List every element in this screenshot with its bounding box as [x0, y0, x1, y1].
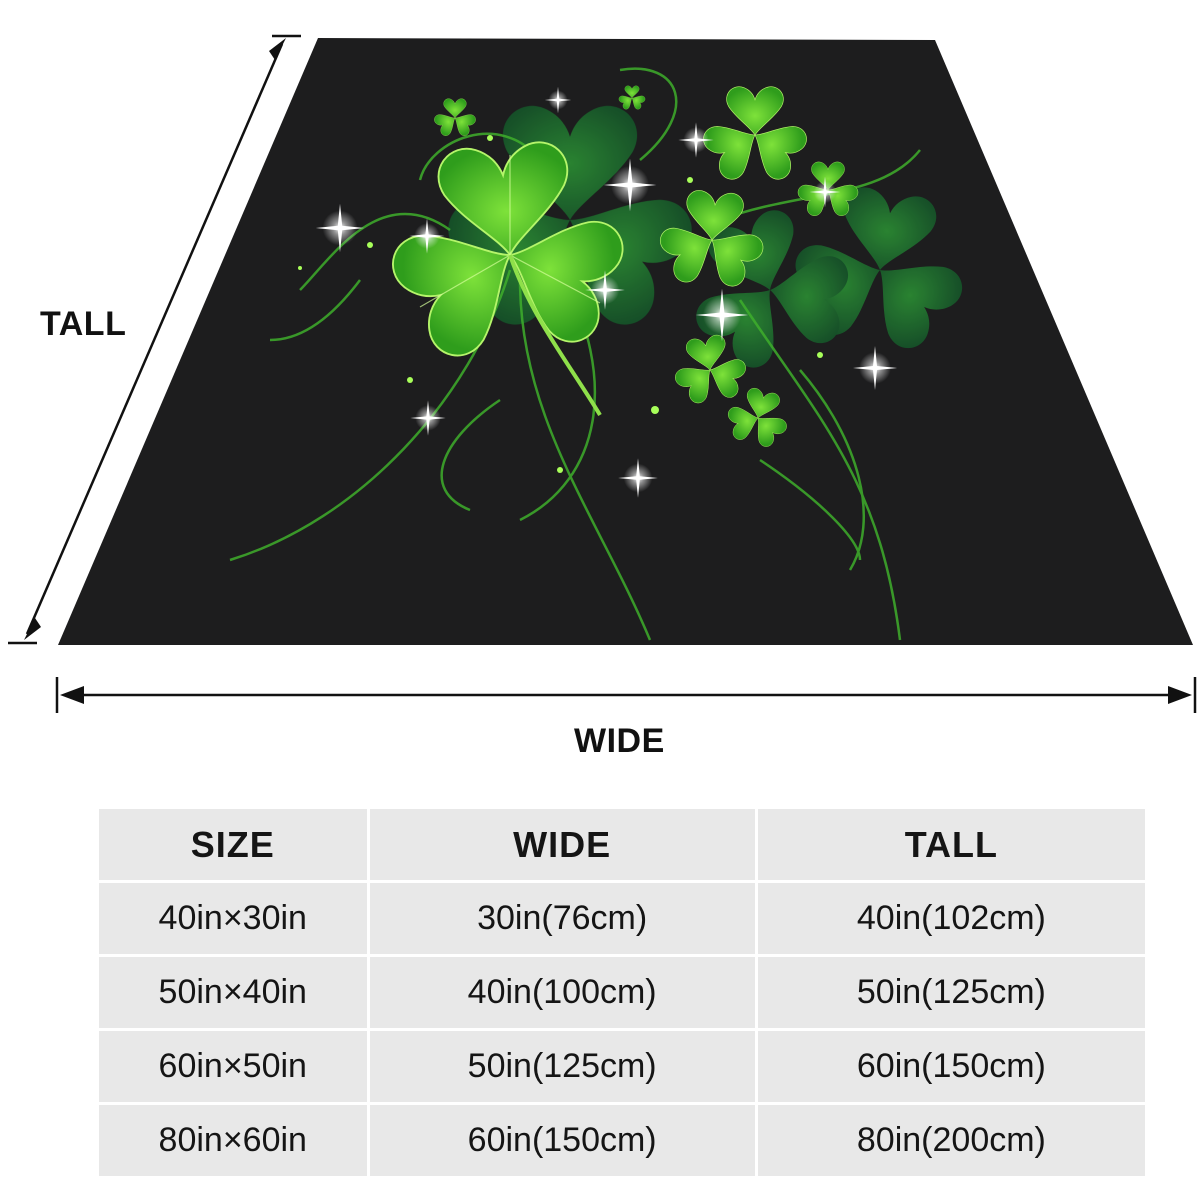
size-cell: 40in×30in	[99, 883, 367, 954]
blanket-drawing	[8, 34, 1197, 713]
tall-cell: 60in(150cm)	[757, 1031, 1145, 1102]
size-cell: 60in×50in	[99, 1031, 367, 1102]
wide-cell: 40in(100cm)	[369, 957, 755, 1028]
size-table: SIZE WIDE TALL 40in×30in 30in(76cm) 40in…	[96, 806, 1148, 1179]
size-cell: 80in×60in	[99, 1105, 367, 1176]
tall-cell: 50in(125cm)	[757, 957, 1145, 1028]
blanket-shape	[58, 38, 1193, 645]
tall-cell: 80in(200cm)	[757, 1105, 1145, 1176]
glow-dots	[298, 135, 823, 473]
table-row: 60in×50in 50in(125cm) 60in(150cm)	[99, 1031, 1145, 1102]
table-row: 50in×40in 40in(100cm) 50in(125cm)	[99, 957, 1145, 1028]
product-illustration: TALL WIDE	[8, 34, 1197, 760]
tall-arrow	[8, 34, 301, 645]
header-tall: TALL	[757, 809, 1145, 880]
tall-cell: 40in(102cm)	[757, 883, 1145, 954]
main-clover	[381, 139, 632, 417]
header-wide: WIDE	[369, 809, 755, 880]
wide-cell: 60in(150cm)	[369, 1105, 755, 1176]
wide-cell: 30in(76cm)	[369, 883, 755, 954]
table-row: 40in×30in 30in(76cm) 40in(102cm)	[99, 883, 1145, 954]
wide-cell: 50in(125cm)	[369, 1031, 755, 1102]
tall-label: TALL	[40, 305, 127, 343]
wide-arrow	[55, 677, 1197, 713]
table-row: 80in×60in 60in(150cm) 80in(200cm)	[99, 1105, 1145, 1176]
header-size: SIZE	[99, 809, 367, 880]
wide-label: WIDE	[574, 722, 665, 760]
size-cell: 50in×40in	[99, 957, 367, 1028]
table-header-row: SIZE WIDE TALL	[99, 809, 1145, 880]
